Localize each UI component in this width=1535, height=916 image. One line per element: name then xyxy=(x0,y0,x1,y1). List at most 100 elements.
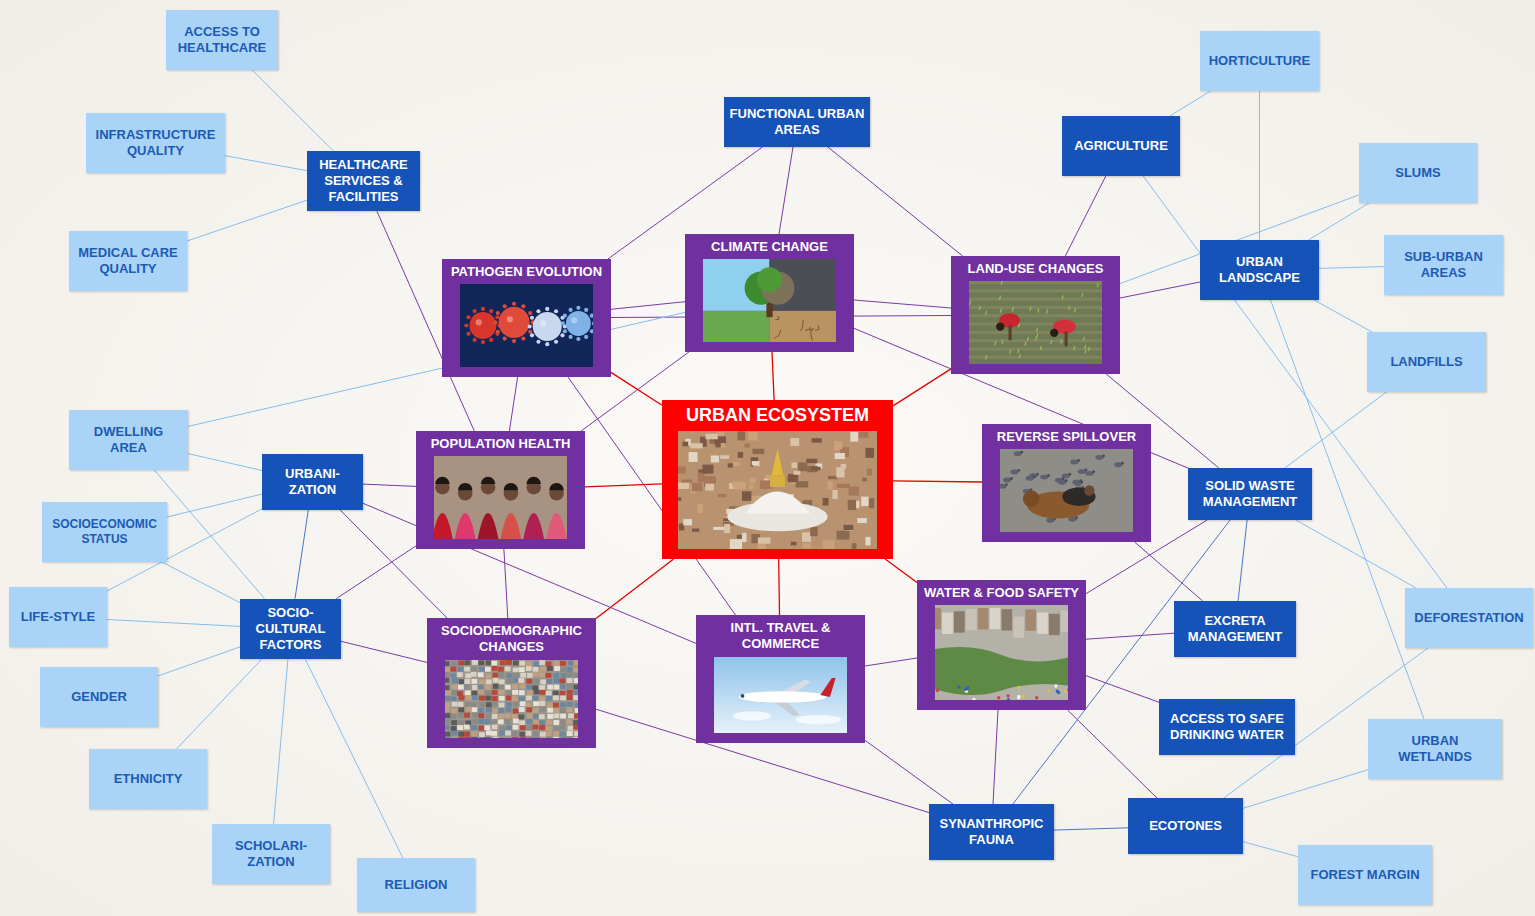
photo-shape xyxy=(689,452,698,462)
photo-shape xyxy=(458,702,464,707)
photo-shape xyxy=(554,708,560,713)
photo-shape xyxy=(498,672,504,677)
photo-shape xyxy=(936,689,939,692)
connector-line xyxy=(1054,828,1128,830)
photo-shape xyxy=(460,284,593,367)
photo-shape xyxy=(1025,609,1036,630)
photo-shape xyxy=(546,731,552,736)
connector-line xyxy=(1285,392,1387,468)
connector-line xyxy=(1086,633,1174,639)
node-photo xyxy=(935,605,1068,700)
photo-shape xyxy=(527,738,533,739)
photo-shape xyxy=(526,702,532,707)
photo-shape xyxy=(478,713,484,718)
photo-shape xyxy=(569,335,573,339)
photo-shape xyxy=(485,667,491,672)
photo-shape xyxy=(561,673,567,678)
photo-shape xyxy=(498,307,529,338)
photo-shape xyxy=(457,691,463,696)
photo-shape xyxy=(547,666,553,671)
photo-shape xyxy=(554,713,560,718)
node-label: PATHOGEN EVOLUTION xyxy=(446,264,607,280)
photo-shape xyxy=(519,707,525,712)
photo-shape xyxy=(465,736,471,738)
photo-shape xyxy=(985,355,986,359)
node-label: DWELLING AREA xyxy=(74,424,183,457)
photo-shape xyxy=(745,443,750,447)
photo-shape xyxy=(506,679,512,684)
photo-shape xyxy=(540,737,546,738)
photo-shape xyxy=(528,311,532,315)
photo-shape xyxy=(540,680,546,685)
photo-shape xyxy=(546,726,552,731)
photo-shape xyxy=(445,702,450,707)
photo-shape xyxy=(554,661,560,666)
photo-shape xyxy=(471,679,477,684)
photo-shape xyxy=(716,441,721,447)
photo-shape xyxy=(752,461,759,465)
photo-shape xyxy=(969,314,1102,317)
photo-shape xyxy=(513,709,519,714)
photo-shape xyxy=(445,713,451,718)
photo-shape xyxy=(445,707,449,712)
photo-shape xyxy=(533,679,539,684)
photo-shape xyxy=(820,678,835,697)
connector-line xyxy=(1314,300,1372,332)
photo-shape xyxy=(749,484,754,489)
photo-shape xyxy=(472,713,478,718)
photo-shape xyxy=(526,719,532,724)
photo-shape xyxy=(485,685,491,690)
photo-shape xyxy=(507,316,513,322)
photo-shape xyxy=(547,703,553,708)
photo-shape xyxy=(1061,610,1068,631)
central-box: URBAN ECOSYSTEM xyxy=(662,400,893,559)
photo-shape xyxy=(574,731,578,736)
photo-shape xyxy=(703,311,770,342)
node-photo xyxy=(460,284,593,367)
photo-shape xyxy=(473,309,477,313)
photo-shape xyxy=(472,685,478,690)
photo-shape xyxy=(1000,449,1133,532)
photo-shape xyxy=(486,660,492,665)
photo-shape xyxy=(489,309,493,313)
photo-shape xyxy=(1049,614,1060,635)
photo-shape xyxy=(560,684,566,689)
photo-shape xyxy=(576,337,580,341)
photo-shape xyxy=(575,708,578,713)
photo-shape xyxy=(505,685,511,690)
photo-shape xyxy=(513,678,519,683)
node-photo xyxy=(969,281,1102,364)
photo-shape xyxy=(1047,474,1050,477)
photo-shape xyxy=(1062,295,1063,299)
node-label: MEDICAL CARE QUALITY xyxy=(74,245,182,278)
photo-shape xyxy=(1036,473,1039,476)
connector-line xyxy=(1309,203,1370,240)
photo-shape xyxy=(969,356,1102,359)
photo-shape xyxy=(1040,346,1041,350)
node-label: FUNCTIONAL URBAN AREAS xyxy=(729,106,865,139)
photo-shape xyxy=(836,467,844,477)
photo-shape xyxy=(692,483,702,491)
node-label: LIFE-STYLE xyxy=(14,609,102,625)
photo-shape xyxy=(527,726,533,731)
photo-shape xyxy=(574,678,578,683)
photo-shape xyxy=(451,662,457,667)
photo-shape xyxy=(528,330,532,334)
photo-shape xyxy=(692,528,699,531)
photo-shape xyxy=(1027,337,1028,341)
topic-box: SOLID WASTE MANAGEMENT xyxy=(1188,468,1312,520)
photo-shape xyxy=(1074,346,1075,350)
photo-shape xyxy=(478,726,484,731)
photo-shape xyxy=(496,330,500,334)
driver-photo-box: CLIMATE CHANGE xyxy=(685,234,854,352)
photo-shape xyxy=(1001,281,1002,285)
photo-shape xyxy=(560,702,566,707)
photo-shape xyxy=(546,720,552,725)
photo-shape xyxy=(492,708,498,713)
photo-shape xyxy=(1085,349,1086,353)
connector-line xyxy=(596,559,674,618)
photo-shape xyxy=(485,674,491,679)
photo-shape xyxy=(553,673,559,678)
photo-shape xyxy=(574,691,578,696)
photo-shape xyxy=(472,707,478,712)
